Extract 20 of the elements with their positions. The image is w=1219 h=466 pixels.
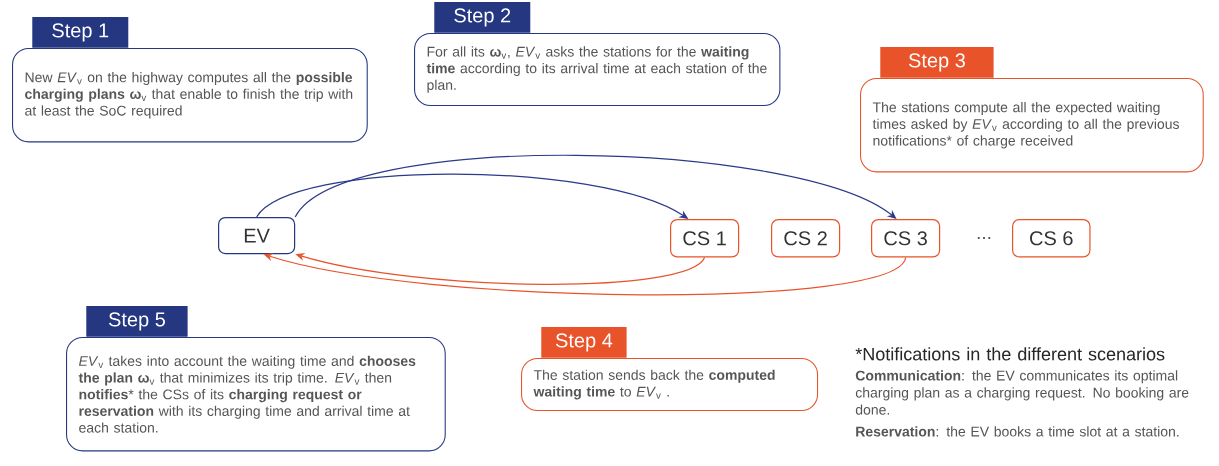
step-box: EV$_{v}$ takes into account the waiting time and chooses the plan ω$_{v}$ that minimizes its trip time. EV$_{v}$ then notifies* the CSs of its charging request or reservation with its charging time and arrival time at each station. xyxy=(66,337,446,452)
step-box: For all its ω$_{v}$, EV$_{v}$ asks the stations for the waiting time according to its arrival time at each station of the plan. xyxy=(414,33,781,107)
step-box: The stations compute all the expected waiting times asked by EV$_{v}$ according to all the previous notifications* of charge received xyxy=(860,78,1204,173)
station-box: EV xyxy=(218,217,296,255)
station-box: CS 2 xyxy=(771,219,841,258)
step-tab: Step 3 xyxy=(880,47,994,78)
station-box: CS 3 xyxy=(871,219,941,258)
station-box: CS 6 xyxy=(1012,219,1091,258)
arrow xyxy=(294,154,897,219)
step-box: New EV$_{v}$ on the highway computes all the possible charging plans ω$_{v}$ that enable to finish the trip with at least the SoC required xyxy=(12,48,368,143)
station-box: CS 1 xyxy=(670,219,740,258)
step-tab: Step 5 xyxy=(86,306,188,337)
note-text: Reservation: the EV books a time slot at a station. xyxy=(856,426,1179,437)
note-heading: *Notifications in the different scenarios xyxy=(855,347,1165,361)
step-tab: Step 4 xyxy=(541,327,627,358)
step-tab: Step 1 xyxy=(32,17,129,48)
note-text: Communication: the EV communicates its optimal charging plan as a charging request. No booking are done. xyxy=(855,370,1189,415)
step-tab: Step 2 xyxy=(434,2,531,33)
step-box: The station sends back the computed waiting time to EV$_{v}$ . xyxy=(521,358,819,412)
ellipsis-text: ... xyxy=(977,237,991,239)
